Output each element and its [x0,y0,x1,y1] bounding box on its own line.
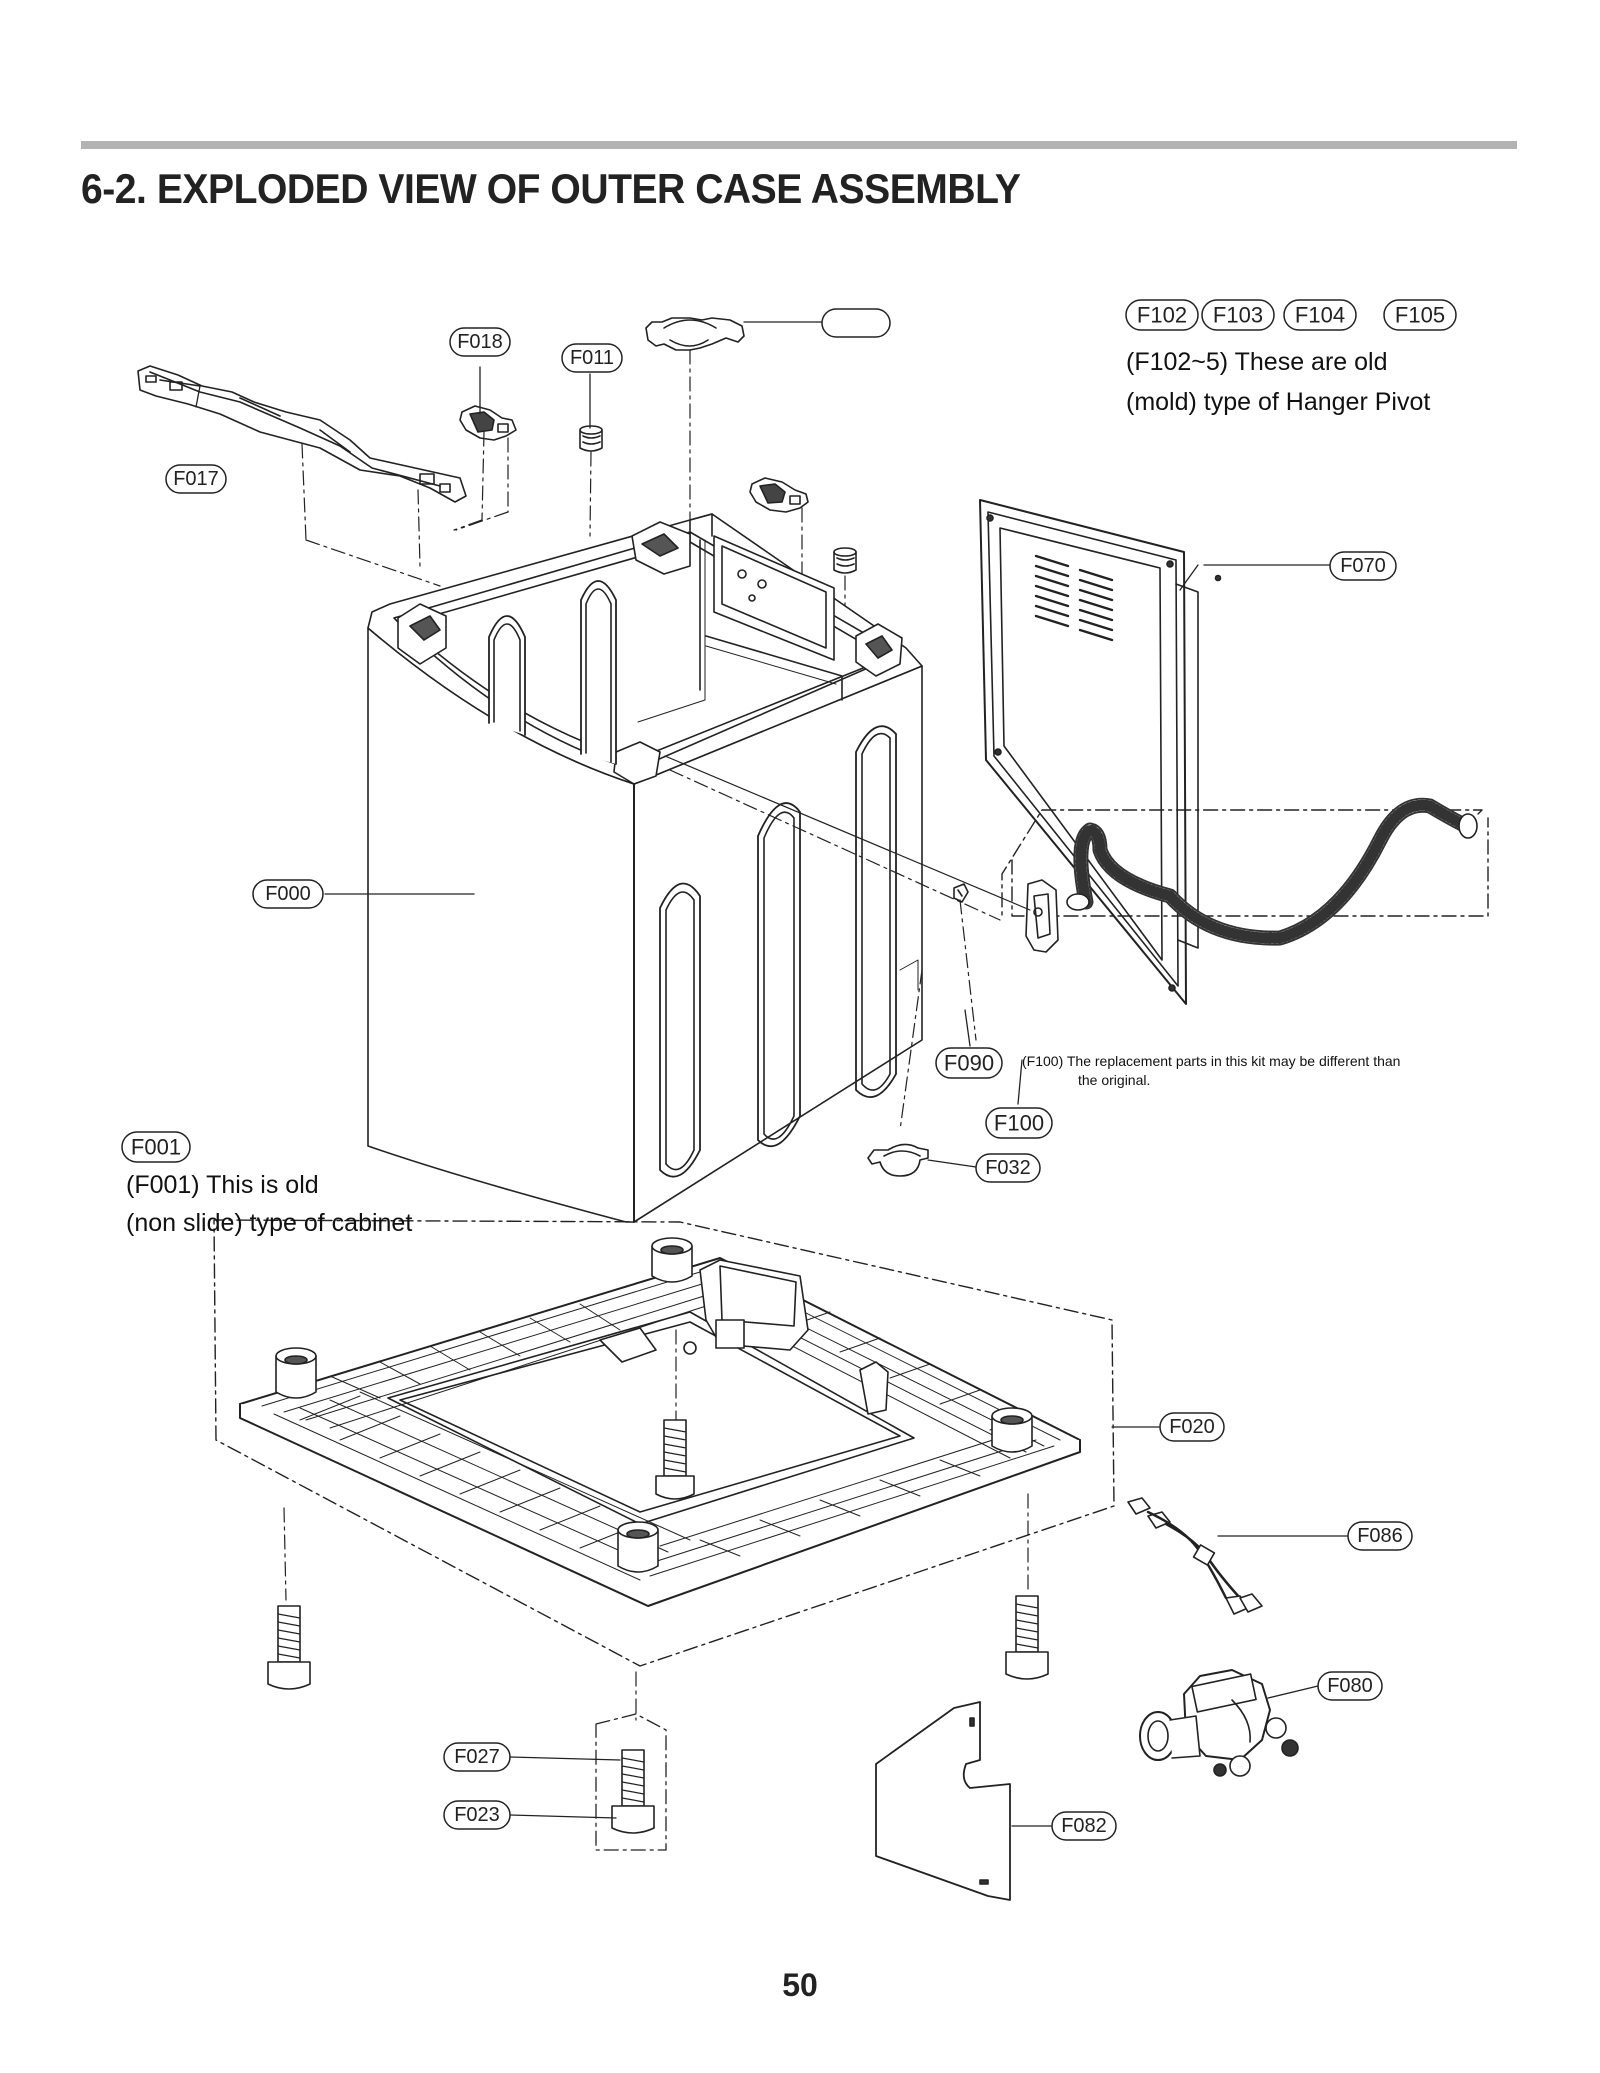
wire-harness-part [1127,1497,1263,1615]
label-F023: F023 [454,1804,500,1826]
lower-guide-lines [283,1329,1029,1721]
cabinet-note-line1: (F001) This is old [126,1171,319,1199]
leg-bolt-right [1005,1595,1049,1680]
oval-F090 [935,1047,1003,1079]
center-leg-bolt [655,1419,695,1500]
label-F082: F082 [1061,1815,1107,1837]
label-F018: F018 [457,331,503,353]
oval-F082 [1051,1811,1117,1841]
leg-detail-part [595,1713,667,1851]
oval-F103 [1201,299,1275,331]
hinge-left-part [459,405,517,441]
leader-lines [195,321,1349,1827]
middle-guide-lines [664,755,1031,1131]
oval-F086 [1347,1521,1413,1551]
kit-note-line2: the original. [1078,1072,1151,1088]
oval-F018 [449,327,511,357]
cabinet-part [367,513,923,1223]
hinge-right-part [749,477,809,513]
hose-clamp-part [867,1143,929,1177]
oval-F080 [1317,1671,1383,1701]
label-F020: F020 [1169,1416,1215,1438]
clip-part [953,883,969,903]
hanger-note-line2: (mold) type of Hanger Pivot [1126,388,1431,416]
drain-pump-part [1139,1669,1299,1777]
page-title: 6-2. EXPLODED VIEW OF OUTER CASE ASSEMBL… [81,165,1021,212]
hanger-note-line1: (F102~5) These are old [1126,348,1388,376]
mounting-bracket-part [875,1701,1011,1901]
hose-kit-part [1001,797,1489,953]
hanger-note: (F102~5) These are old (mold) type of Ha… [1126,342,1430,422]
label-F100: F100 [994,1111,1044,1136]
label-ovals [121,299,1457,1841]
oval-F020 [1159,1412,1225,1442]
oval-F000 [252,879,324,909]
leg-bolt-left [267,1605,311,1690]
label-F080: F080 [1327,1675,1373,1697]
oval-F100 [985,1107,1053,1139]
label-F105: F105 [1395,303,1445,328]
label-F001: F001 [131,1135,181,1160]
oval-F105 [1383,299,1457,331]
oval-F001 [121,1131,191,1163]
back-panel-part [979,499,1222,1005]
top-rail-part [137,365,467,503]
cabinet-note-line2: (non slide) type of cabinet [126,1209,413,1237]
bumper-right-part [833,547,857,574]
oval-F017 [165,464,227,494]
oval-F023 [443,1800,511,1830]
label-F011: F011 [570,347,614,369]
label-F086: F086 [1357,1525,1403,1547]
top-clamp-part [645,317,745,351]
top-rule [81,141,1517,149]
label-F017: F017 [173,468,219,490]
bumper-left-part [579,425,603,452]
oval-blank [821,308,891,338]
label-F070: F070 [1340,555,1386,577]
oval-F027 [443,1742,511,1772]
oval-F011 [561,343,623,373]
label-F102: F102 [1137,303,1187,328]
label-F027: F027 [454,1746,500,1768]
label-F032: F032 [985,1157,1031,1179]
label-F000: F000 [265,883,311,905]
oval-F104 [1283,299,1357,331]
kit-note: (F100) The replacement parts in this kit… [1022,1052,1400,1090]
kit-note-line1: (F100) The replacement parts in this kit… [1022,1053,1401,1069]
label-F104: F104 [1295,303,1345,328]
label-F103: F103 [1213,303,1263,328]
oval-F102 [1125,299,1199,331]
cabinet-note: (F001) This is old (non slide) type of c… [126,1166,412,1242]
base-frame-part [213,1219,1115,1667]
label-F090: F090 [944,1051,994,1076]
page-number: 50 [782,1967,818,2003]
oval-F070 [1329,551,1397,581]
oval-F032 [975,1153,1041,1183]
